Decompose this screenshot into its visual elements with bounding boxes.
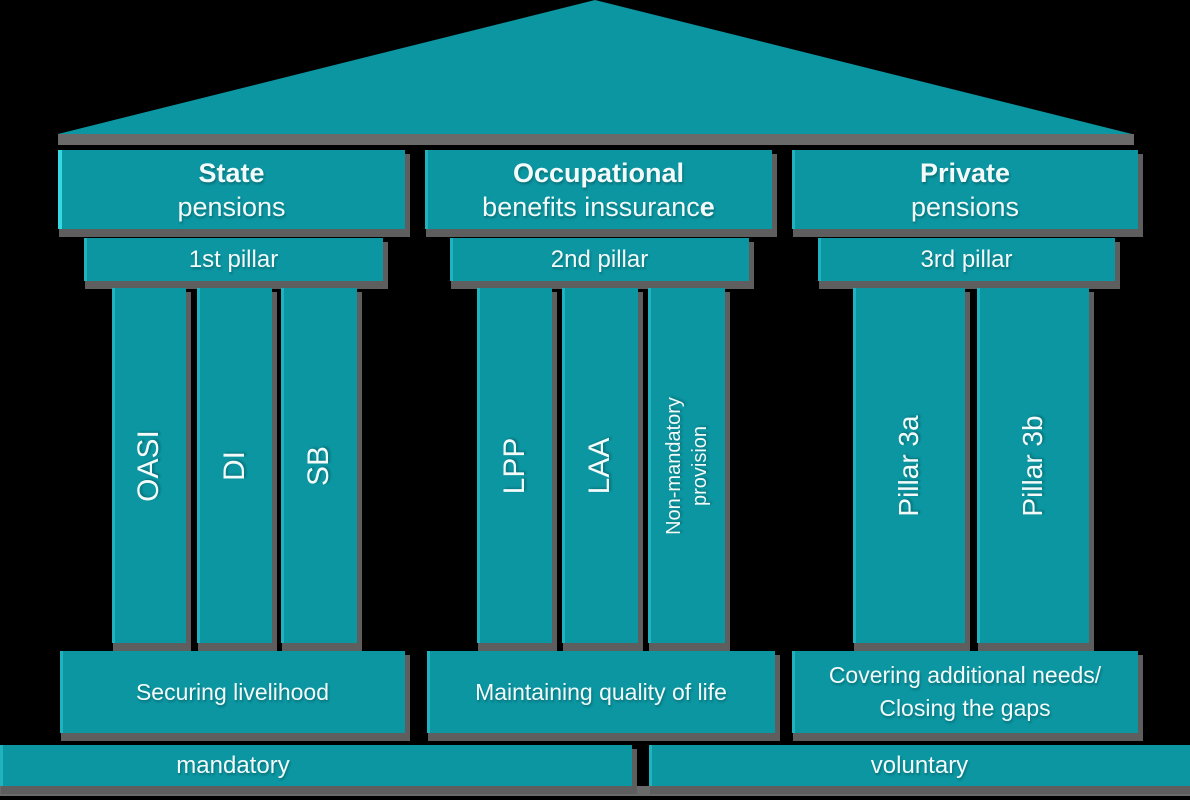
purpose-text-line2: Closing the gaps (879, 695, 1051, 721)
header-occupational-benefits: Occupational benefits inssurance (425, 150, 772, 229)
pillar-bar-3a: Pillar 3a (853, 288, 965, 643)
pillar-label-text: 1st pillar (188, 245, 279, 273)
purpose-text: Covering additional needs/ (828, 662, 1102, 688)
pillar-bar-lpp: LPP (477, 288, 552, 643)
pillar-bar-oasi: OASI (112, 288, 186, 643)
header-title: State (198, 157, 265, 188)
pillar-bar-laa: LAA (562, 288, 638, 643)
purpose-covering-needs: Covering additional needs/ Closing the g… (792, 651, 1138, 733)
purpose-text: Maintaining quality of life (475, 678, 727, 705)
voluntary-label: voluntary (870, 751, 969, 779)
footer-bar-mandatory: mandatory (0, 745, 632, 786)
pillar-label-text: 3rd pillar (920, 245, 1013, 273)
pillar-bar-label: OASI (132, 429, 165, 502)
pillar-bar-label: DI (217, 450, 251, 481)
roof-triangle (58, 0, 1132, 134)
pillar-bar-sb: SB (281, 288, 357, 643)
purpose-maintaining-quality: Maintaining quality of life (427, 651, 775, 733)
label-1st-pillar: 1st pillar (84, 238, 383, 281)
pillar-bar-3b: Pillar 3b (977, 288, 1089, 643)
purpose-securing-livelihood: Securing livelihood (60, 651, 405, 733)
pillar-label-text: 2nd pillar (550, 245, 649, 273)
header-subtitle: pensions (910, 191, 1020, 222)
header-private-pensions: Private pensions (792, 150, 1138, 229)
header-subtitle: benefits inssurance (482, 191, 715, 222)
header-state-pensions: State pensions (58, 150, 405, 229)
baseline-strip (0, 786, 1190, 796)
pillar-bar-label: Pillar 3a (893, 414, 924, 517)
pillar-bar-label: LAA (583, 437, 616, 494)
header-title: Private (919, 157, 1011, 188)
label-3rd-pillar: 3rd pillar (818, 238, 1115, 281)
mandatory-label: mandatory (176, 751, 290, 779)
pillar-bar-di: DI (197, 288, 272, 643)
purpose-text: Securing livelihood (135, 678, 330, 705)
roof-beam (58, 134, 1134, 145)
pillar-bar-label: LPP (497, 437, 531, 494)
header-subtitle: pensions (177, 191, 286, 222)
pillar-bar-label: Pillar 3b (1017, 414, 1048, 517)
pillar-bar-label: SB (302, 445, 335, 486)
label-2nd-pillar: 2nd pillar (450, 238, 749, 281)
header-title: Occupational (512, 157, 685, 188)
footer-bar-voluntary: voluntary (649, 745, 1190, 786)
